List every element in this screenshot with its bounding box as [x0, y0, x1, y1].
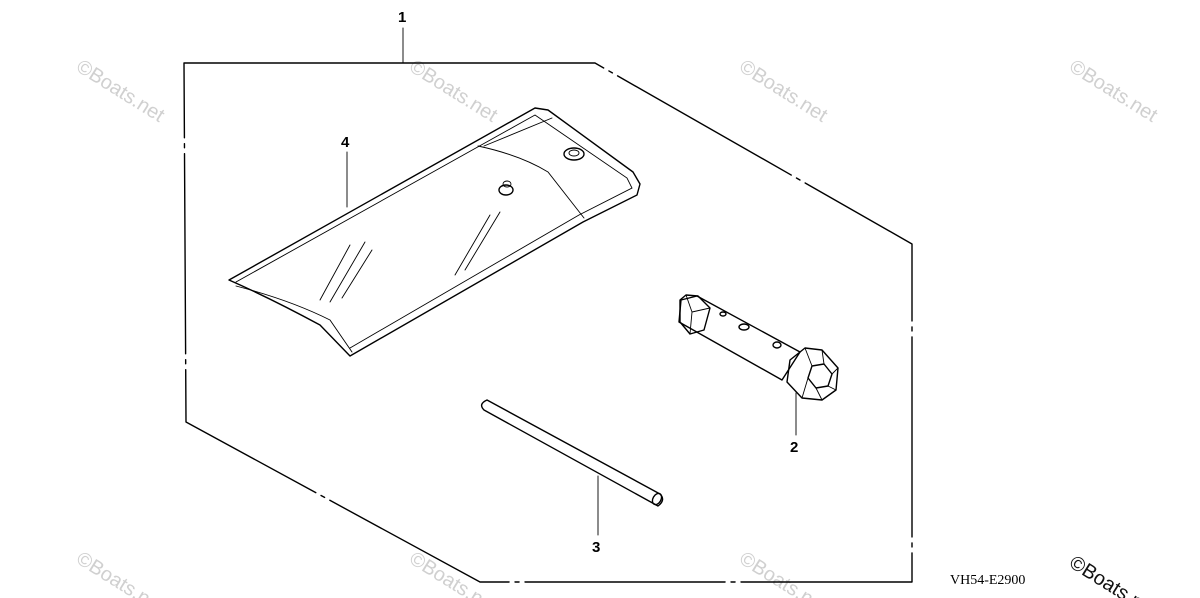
drawing-code: VH54-E2900	[950, 573, 1025, 588]
callout-label-2: 2	[790, 439, 798, 456]
tool-bag-shine	[319, 241, 373, 303]
snap-button-stud	[498, 184, 514, 196]
kit-boundary-outline	[183, 62, 913, 583]
watermark-5: ©Boats.net	[72, 548, 168, 598]
watermark-4: ©Boats.net	[1065, 56, 1161, 127]
callout-label-1: 1	[398, 9, 406, 26]
tool-bag-bottom-fold	[235, 285, 353, 353]
tool-bag-outline	[228, 107, 641, 357]
part-tommy-bar[interactable]	[480, 399, 664, 507]
plug-wrench-hole-3	[719, 311, 727, 317]
plug-wrench-hole-2	[772, 341, 782, 349]
tool-bag-flap-fold	[483, 117, 553, 147]
tool-bag-shine-2	[454, 211, 501, 276]
watermark-2: ©Boats.net	[405, 56, 501, 127]
tool-bag-inner-edge	[235, 114, 633, 349]
watermark-6: ©Boats.net	[405, 548, 501, 598]
corner-watermark: ©Boats.net	[1065, 552, 1161, 598]
callout-4[interactable]: 4	[341, 134, 350, 208]
callout-2[interactable]: 2	[790, 392, 798, 456]
watermark-7: ©Boats.net	[735, 548, 831, 598]
plug-wrench-small-end-face	[685, 294, 711, 335]
snap-button-stud-top	[502, 180, 512, 188]
watermark-3: ©Boats.net	[735, 56, 831, 127]
part-tool-bag[interactable]	[228, 107, 641, 357]
plug-wrench-small-end	[679, 294, 711, 335]
snap-button-top-inner	[568, 149, 580, 157]
tool-bag-flap	[477, 145, 585, 219]
callout-label-3: 3	[592, 539, 600, 556]
tommy-bar-body	[480, 399, 664, 507]
plug-wrench-hole-1	[738, 323, 750, 331]
callout-3[interactable]: 3	[592, 475, 600, 556]
snap-button-top	[563, 147, 585, 161]
callout-label-4: 4	[341, 134, 350, 151]
plug-wrench-hex-end	[786, 347, 839, 401]
plug-wrench-hex-socket	[807, 363, 833, 389]
plug-wrench-hex-edge	[801, 347, 839, 401]
watermark-1: ©Boats.net	[72, 56, 168, 127]
part-plug-wrench[interactable]	[678, 294, 839, 401]
watermarks: ©Boats.net ©Boats.net ©Boats.net ©Boats.…	[72, 56, 1161, 598]
callout-1[interactable]: 1	[398, 9, 406, 64]
plug-wrench-body	[678, 295, 801, 381]
tommy-bar-end	[651, 492, 663, 506]
